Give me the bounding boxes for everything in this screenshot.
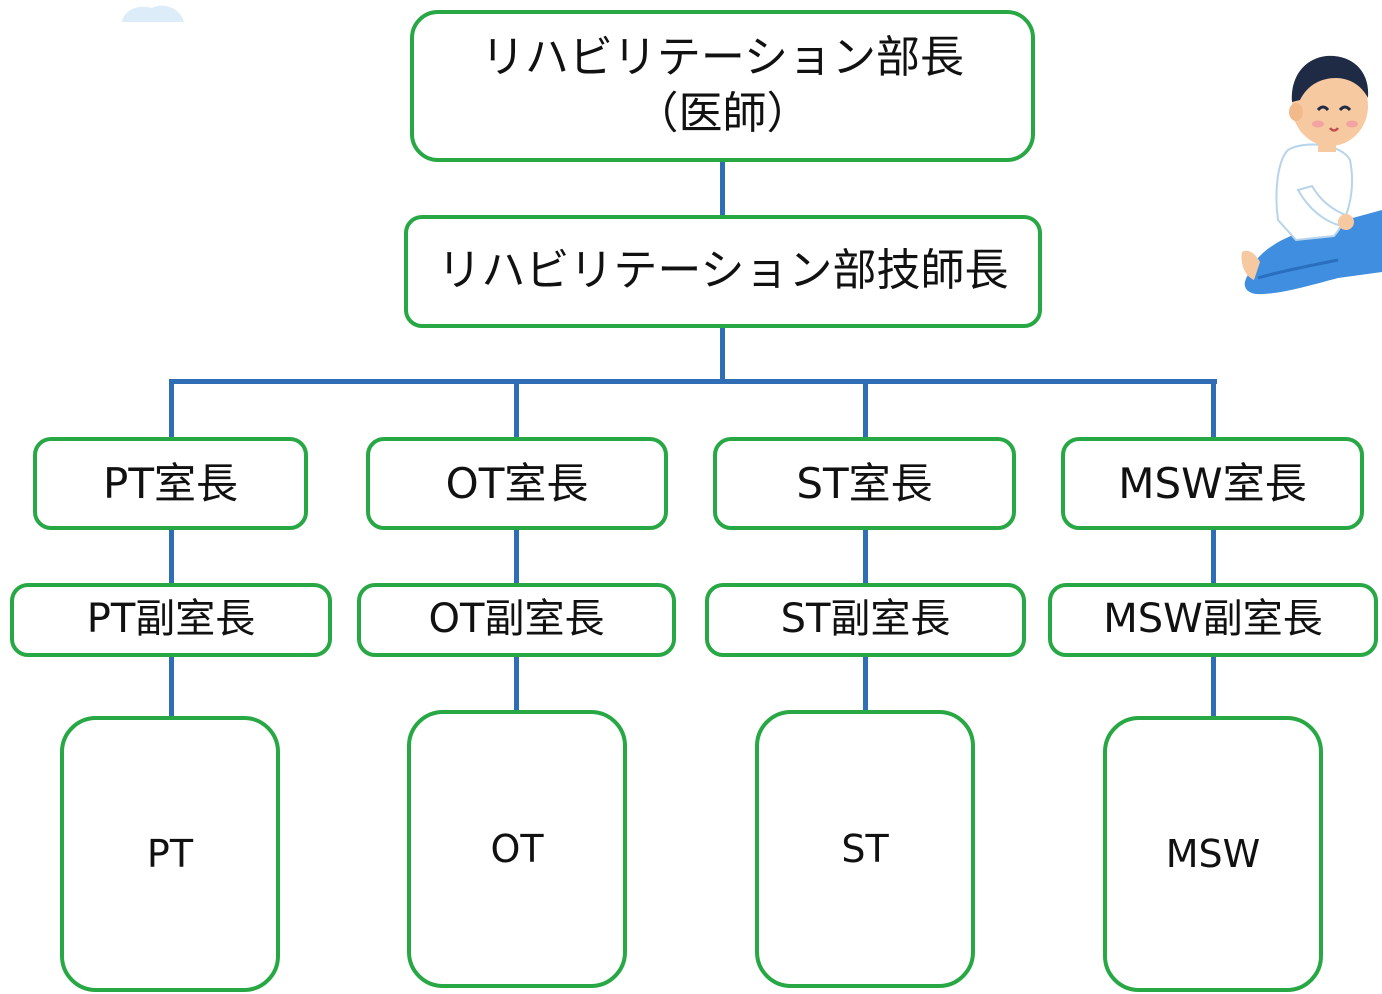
connector-bus-ot <box>514 379 519 439</box>
node-ot-staff: OT <box>407 710 627 988</box>
connector-bus <box>170 379 1217 384</box>
node-pt-staff: PT <box>60 716 280 992</box>
connector-ot-sub-staff <box>514 655 519 712</box>
connector-bus-pt <box>169 379 174 439</box>
node-rehab-chief-technician: リハビリテーション部技師長 <box>404 215 1042 328</box>
connector-msw-lead-sub <box>1211 528 1216 585</box>
therapist-stretching-patient-icon <box>1241 55 1382 295</box>
node-ot-deputy: OT副室長 <box>357 583 676 657</box>
connector-ot-lead-sub <box>514 528 519 585</box>
cloud-icon <box>122 5 184 22</box>
connector-pt-sub-staff <box>169 655 174 718</box>
node-pt-lead: PT室長 <box>33 437 308 530</box>
node-msw-staff: MSW <box>1103 716 1323 992</box>
node-st-deputy: ST副室長 <box>705 583 1026 657</box>
node-st-staff: ST <box>755 710 975 988</box>
connector-pt-lead-sub <box>169 528 174 585</box>
connector-st-lead-sub <box>863 528 868 585</box>
connector-bus-st <box>863 379 868 439</box>
node-st-lead: ST室長 <box>713 437 1016 530</box>
node-pt-deputy: PT副室長 <box>10 583 332 657</box>
connector-bus-msw <box>1211 379 1216 439</box>
connector-head-chief <box>720 160 725 216</box>
node-ot-lead: OT室長 <box>366 437 668 530</box>
node-msw-lead: MSW室長 <box>1061 437 1364 530</box>
connector-msw-sub-staff <box>1211 655 1216 718</box>
connector-chief-bus <box>720 326 725 382</box>
node-msw-deputy: MSW副室長 <box>1048 583 1378 657</box>
connector-st-sub-staff <box>863 655 868 712</box>
node-rehab-director: リハビリテーション部長 （医師） <box>410 10 1035 162</box>
